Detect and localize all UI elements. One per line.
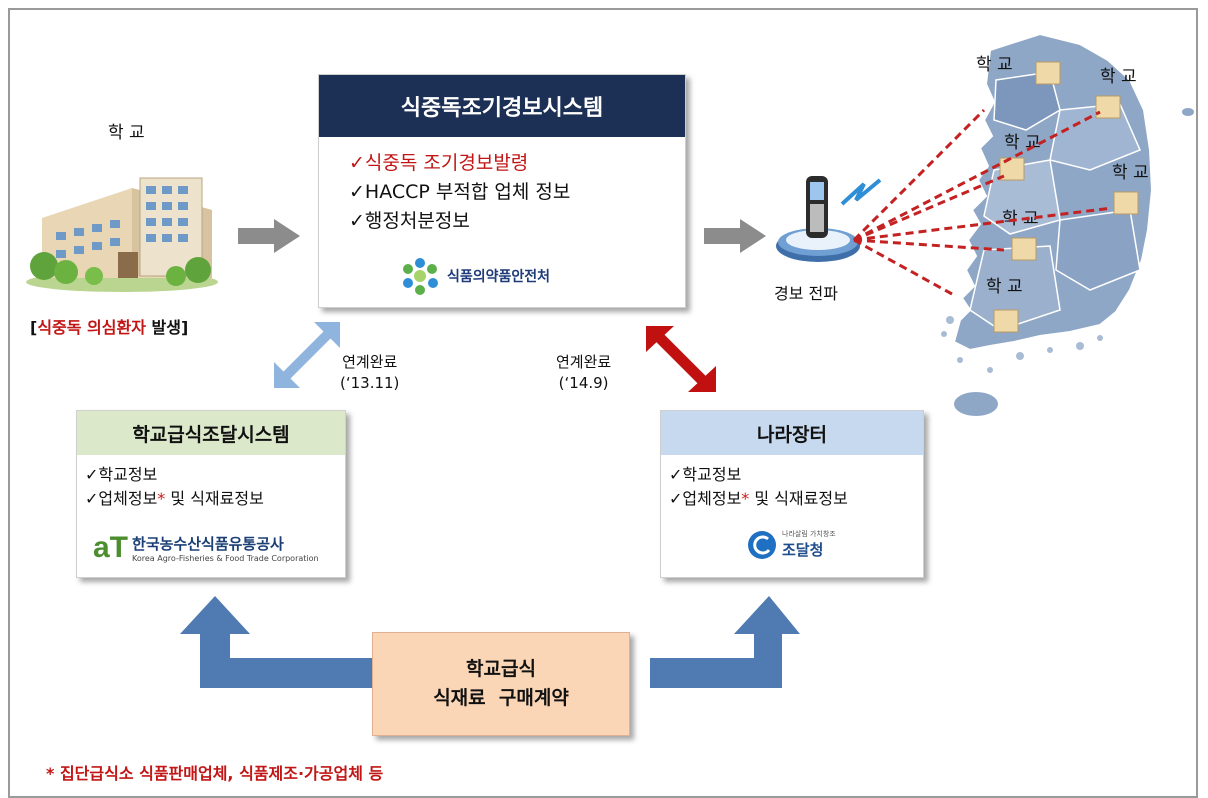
- nara-market-box: 나라장터 ✓학교정보 ✓업체정보* 및 식재료정보 나라살림 가치창조 조달청: [660, 410, 924, 578]
- link-left-status: 연계완료: [342, 353, 398, 371]
- purchase-contract-box: 학교급식 식재료 구매계약: [372, 632, 630, 736]
- flow-arrow-left-icon: [180, 596, 376, 688]
- pps-logo: 나라살림 가치창조 조달청: [747, 529, 836, 560]
- nara-market-title: 나라장터: [661, 411, 923, 455]
- school-meal-system-items: ✓학교정보 ✓업체정보* 및 식재료정보: [77, 455, 345, 511]
- flow-arrow-right-icon: [650, 596, 800, 688]
- link-left-arrow-icon: [274, 322, 340, 388]
- warning-item-admin: ✓행정처분정보: [349, 210, 470, 232]
- warning-item-haccp: ✓HACCP 부적합 업체 정보: [349, 181, 571, 203]
- map-school-label-6: 학 교: [986, 277, 1023, 297]
- purchase-line-2: 식재료 구매계약: [433, 687, 569, 709]
- mfds-logo: 식품의약품안전처: [401, 257, 550, 295]
- arrow-to-alert-icon: [704, 219, 766, 253]
- early-warning-system-box: 식중독조기경보시스템 ✓식중독 조기경보발령 ✓HACCP 부적합 업체 정보 …: [318, 74, 686, 308]
- ingredient-text: 및 식재료정보: [749, 489, 848, 508]
- note-bracket: [: [30, 318, 38, 337]
- map-school-buildings: [993, 61, 1139, 333]
- pps-emblem-icon: [748, 530, 776, 559]
- map-school-label-1: 학 교: [976, 55, 1013, 75]
- note-highlight: 식중독 의심환자: [37, 318, 146, 337]
- note-rest: 발생]: [145, 318, 189, 337]
- map-school-label-5: 학 교: [1002, 209, 1039, 229]
- nara-market-items: ✓학교정보 ✓업체정보* 및 식재료정보: [661, 455, 923, 511]
- map-school-label-4: 학 교: [1112, 163, 1149, 183]
- patient-occurrence-note: [식중독 의심환자 발생]: [30, 314, 188, 338]
- school-meal-system-title: 학교급식조달시스템: [77, 411, 345, 455]
- school-meal-item-school: ✓학교정보: [85, 465, 158, 484]
- link-right-status: 연계완료: [556, 353, 612, 371]
- early-warning-system-title: 식중독조기경보시스템: [319, 75, 685, 137]
- footnote: * 집단급식소 식품판매업체, 식품제조·가공업체 등: [46, 764, 384, 783]
- nara-item-school: ✓학교정보: [669, 465, 742, 484]
- at-logo-subtitle: Korea Agro-Fisheries & Food Trade Corpor…: [132, 554, 319, 563]
- at-logo-name: 한국농수산식품유통공사: [132, 535, 284, 553]
- alert-broadcast-label: 경보 전파: [774, 284, 838, 303]
- at-logo-mark: aT: [93, 531, 129, 564]
- school-building-icon: [26, 177, 218, 292]
- nara-item-vendor: ✓업체정보* 및 식재료정보: [669, 487, 923, 511]
- arrow-to-system-icon: [238, 219, 300, 253]
- mfds-name: 식품의약품안전처: [447, 269, 551, 285]
- footnote-star: *: [741, 489, 750, 508]
- purchase-line-1: 학교급식: [466, 658, 536, 680]
- pps-name: 조달청: [782, 541, 824, 559]
- pps-tagline: 나라살림 가치창조: [782, 530, 836, 538]
- link-right-caption: 연계완료 (‘14.9): [556, 352, 611, 394]
- mobile-alert-icon: [776, 176, 882, 262]
- school-meal-system-box: 학교급식조달시스템 ✓학교정보 ✓업체정보* 및 식재료정보 aT 한국농수산식…: [76, 410, 346, 578]
- footnote-star: *: [157, 489, 166, 508]
- link-left-date: (‘13.11): [340, 374, 400, 392]
- ingredient-text: 및 식재료정보: [165, 489, 264, 508]
- vendor-text: ✓업체정보: [85, 489, 158, 508]
- link-left-caption: 연계완료 (‘13.11): [340, 352, 399, 394]
- link-right-arrow-icon: [646, 326, 716, 392]
- mfds-emblem-icon: [403, 258, 438, 295]
- vendor-text: ✓업체정보: [669, 489, 742, 508]
- warning-item-alert: ✓식중독 조기경보발령: [349, 152, 529, 174]
- map-school-label-2: 학 교: [1100, 67, 1137, 87]
- korea-map-icon: [941, 32, 1194, 416]
- link-right-date: (‘14.9): [558, 374, 609, 392]
- early-warning-items: ✓식중독 조기경보발령 ✓HACCP 부적합 업체 정보 ✓행정처분정보: [319, 137, 685, 236]
- school-meal-item-vendor: ✓업체정보* 및 식재료정보: [85, 487, 345, 511]
- school-origin-label: 학 교: [108, 123, 145, 143]
- at-logo: aT 한국농수산식품유통공사 Korea Agro-Fisheries & Fo…: [93, 531, 319, 565]
